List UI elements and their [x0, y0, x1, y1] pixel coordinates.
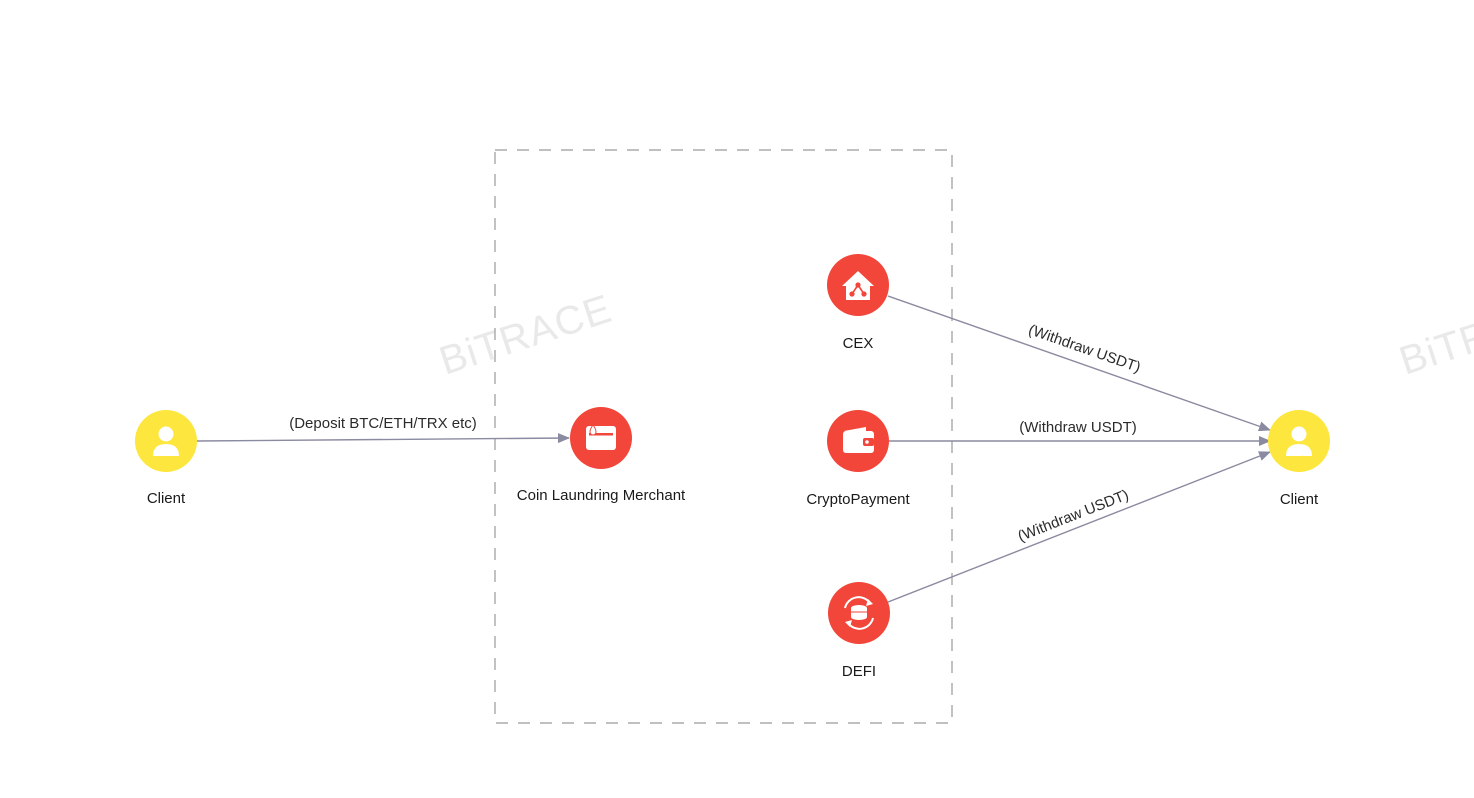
edge-deposit-label: (Deposit BTC/ETH/TRX etc)	[289, 415, 477, 432]
edge-deposit-line	[196, 433, 570, 444]
client-left-label: Client	[147, 490, 186, 507]
user-icon	[1286, 426, 1312, 456]
merchant-group-box	[494, 149, 953, 724]
node-client-right[interactable]: Client	[1268, 410, 1330, 508]
wallet-icon	[843, 427, 874, 453]
edge-deposit: (Deposit BTC/ETH/TRX etc)	[196, 415, 570, 444]
edge-cex-withdraw: (Withdraw USDT)	[887, 295, 1271, 432]
watermark-right: BiTRACE	[1394, 287, 1474, 384]
node-client-left[interactable]: Client	[135, 410, 197, 507]
coin-stack-cycle-icon	[844, 596, 874, 630]
wallet-water-icon	[586, 424, 616, 450]
defi-label: DEFI	[842, 663, 876, 680]
user-icon	[153, 426, 179, 456]
merchant-label: Coin Laundring Merchant	[517, 487, 686, 504]
crypto-payment-label: CryptoPayment	[806, 491, 910, 508]
node-crypto-payment[interactable]: CryptoPayment	[806, 410, 911, 508]
watermark-left: BiTRACE	[434, 287, 617, 384]
exchange-house-icon	[842, 271, 874, 300]
edge-defi-withdraw: (Withdraw USDT)	[887, 451, 1271, 603]
edge-payment-withdraw-label: (Withdraw USDT)	[1019, 419, 1137, 436]
edge-defi-withdraw-label: (Withdraw USDT)	[1016, 486, 1132, 545]
client-right-label: Client	[1280, 491, 1319, 508]
edge-defi-withdraw-line	[887, 451, 1271, 603]
node-merchant[interactable]: Coin Laundring Merchant	[517, 407, 686, 504]
cex-label: CEX	[843, 335, 874, 352]
edge-cex-withdraw-line	[887, 295, 1271, 432]
node-defi[interactable]: DEFI	[828, 582, 890, 680]
node-cex[interactable]: CEX	[827, 254, 889, 352]
edge-cex-withdraw-label: (Withdraw USDT)	[1026, 321, 1143, 376]
edge-payment-withdraw: (Withdraw USDT)	[888, 419, 1271, 446]
